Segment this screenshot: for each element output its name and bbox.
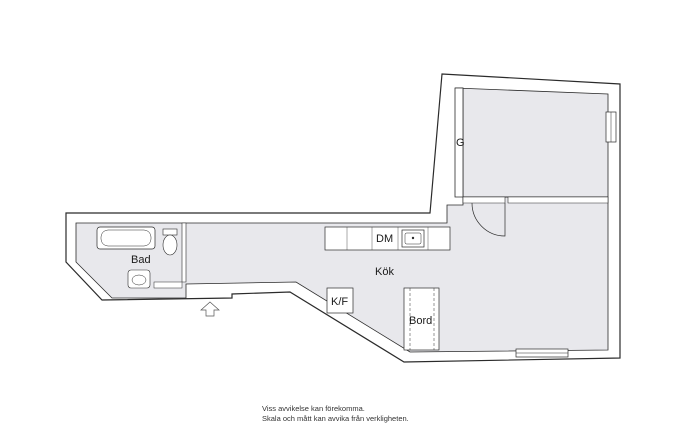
disclaimer-line-2: Skala och mått kan avvika från verklighe… (262, 414, 409, 423)
wall-segment-right (507, 196, 609, 204)
disclaimer-line-1: Viss avvikelse kan förekomma. (262, 404, 365, 413)
toilet-bowl (162, 234, 178, 256)
toilet-tank (162, 228, 178, 236)
door-swing (471, 202, 506, 237)
bathroom-counter (153, 281, 183, 289)
entrance-arrow-icon (200, 301, 220, 317)
kitchen-sink-drain (411, 236, 415, 240)
wall-segment (462, 196, 506, 204)
label-dm: DM (376, 233, 393, 245)
label-kf: K/F (331, 296, 348, 308)
bathroom-sink-basin (131, 274, 147, 286)
bathroom-partition (181, 222, 187, 283)
label-bord: Bord (409, 315, 432, 327)
room-label-kok: Kök (375, 266, 394, 278)
bathtub-inner (100, 229, 152, 247)
fridge-freezer (326, 287, 354, 314)
room-label-bad: Bad (131, 254, 151, 266)
room-label-g: G (456, 137, 465, 149)
